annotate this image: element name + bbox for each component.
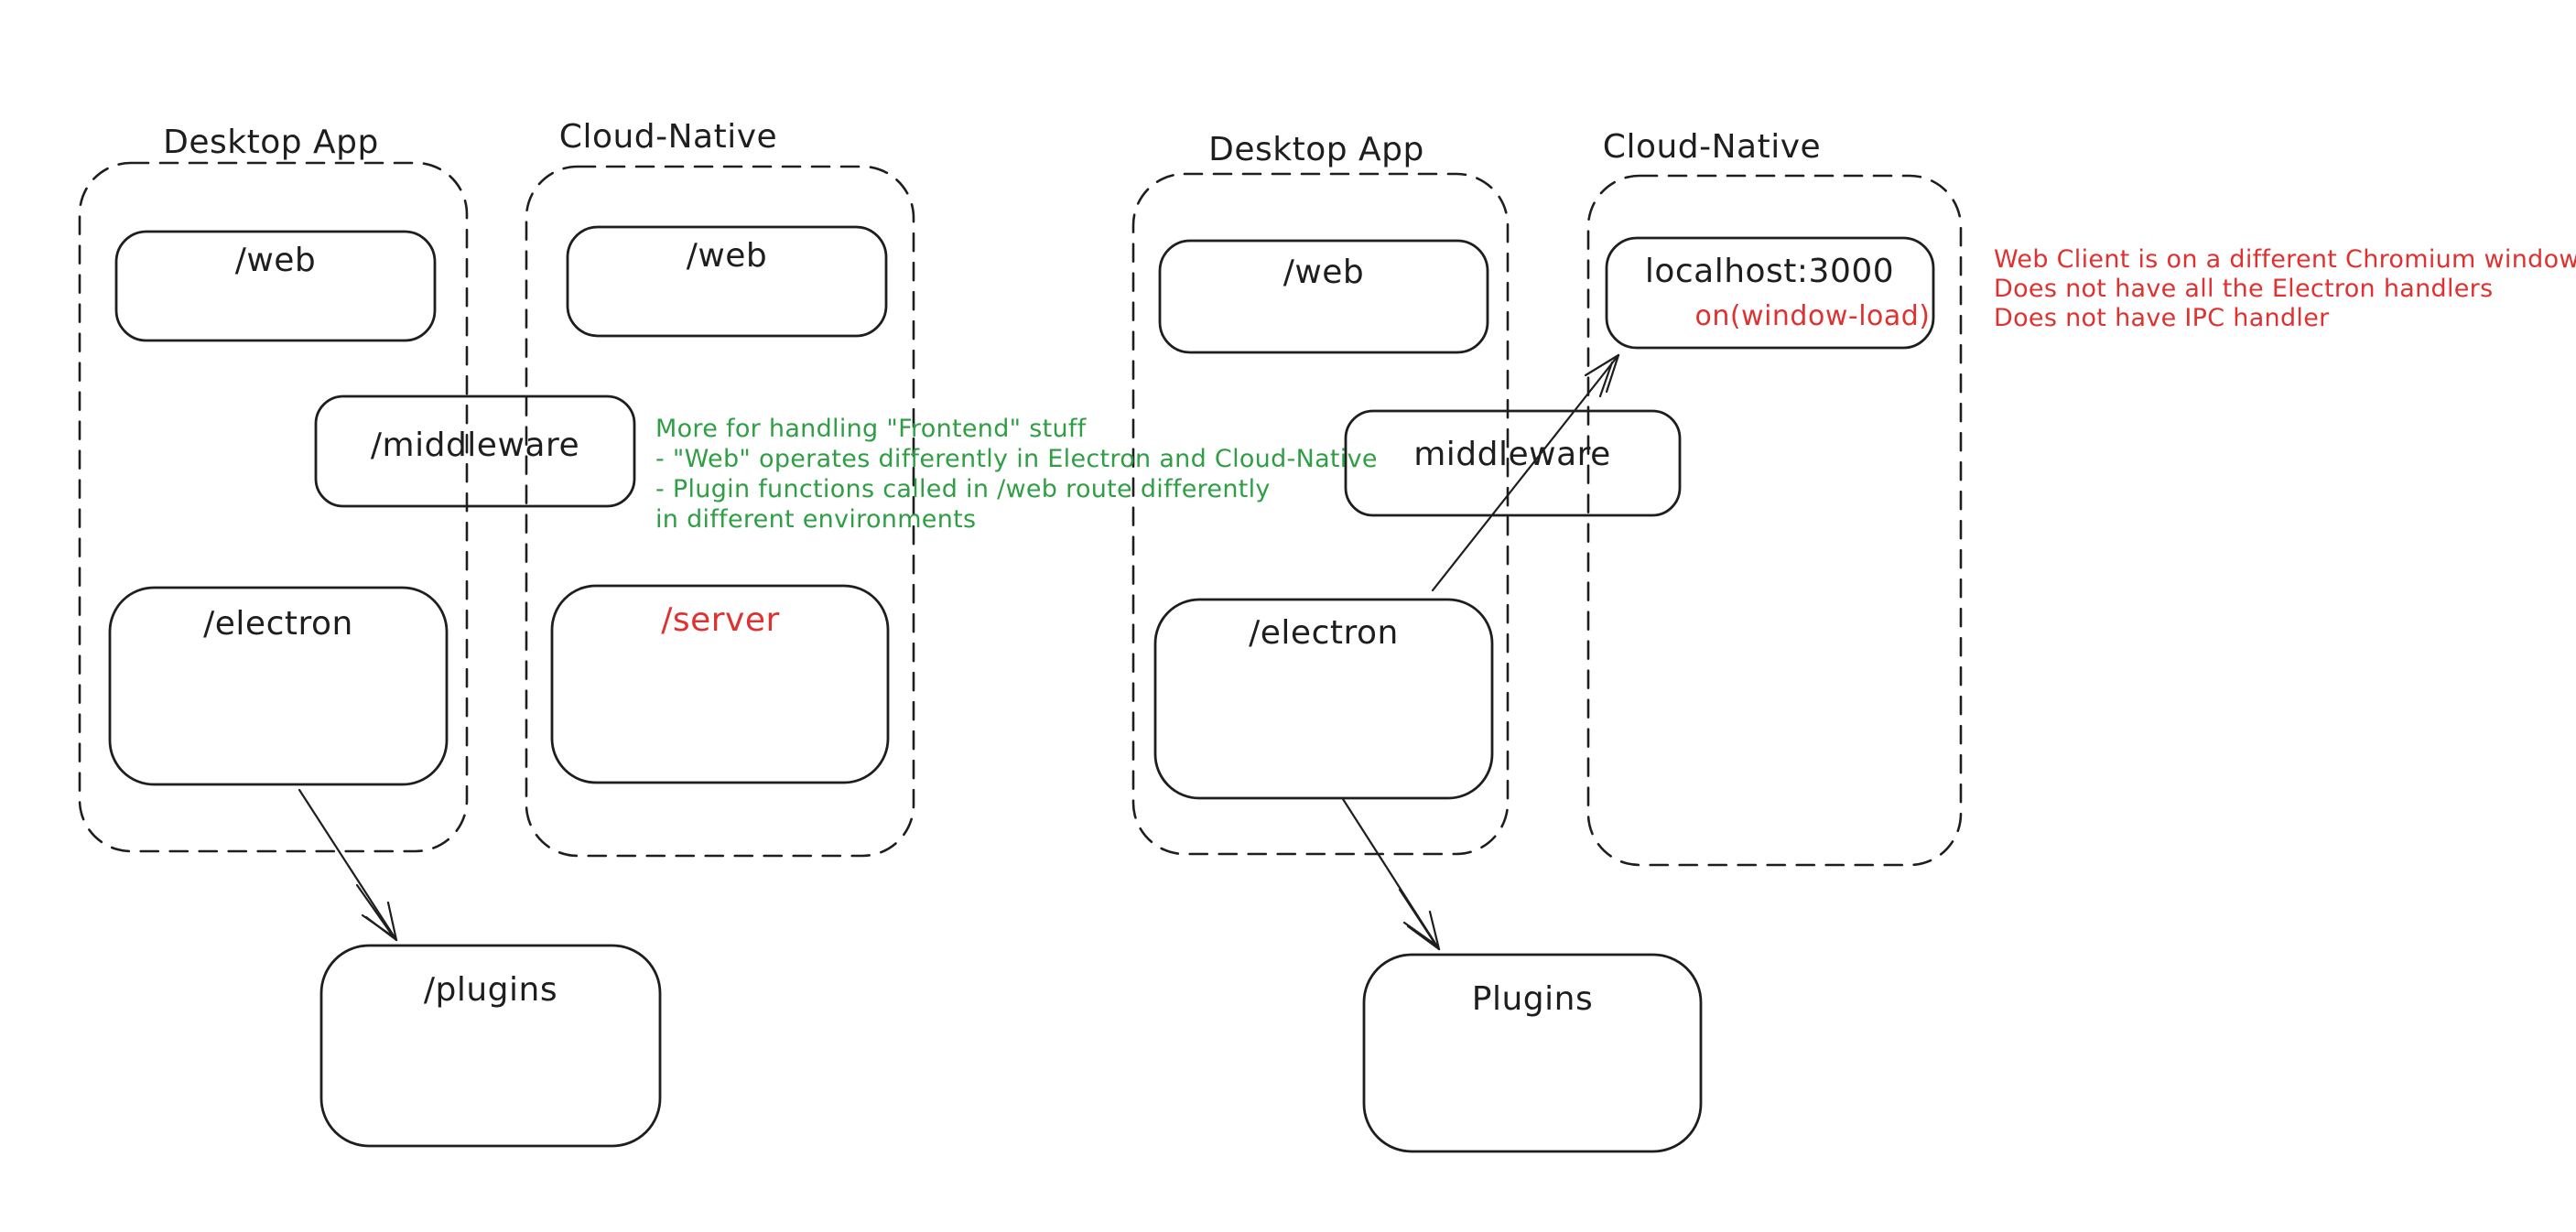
electron-box-left	[108, 586, 449, 786]
desktop-app-title-right: Desktop App	[1208, 131, 1424, 168]
desktop-app-title-left: Desktop App	[163, 124, 379, 161]
localhost-box	[1605, 236, 1935, 350]
red-note: Web Client is on a different Chromium wi…	[1994, 245, 2576, 333]
web-box-left-cloud	[566, 225, 888, 338]
green-note-line: More for handling "Frontend" stuff	[655, 415, 1087, 443]
server-box	[550, 584, 890, 784]
cloud-native-container-left	[525, 165, 915, 858]
green-note-line: - Plugin functions called in /web route …	[655, 475, 1271, 503]
green-note: More for handling "Frontend" stuff - "We…	[655, 414, 1378, 535]
plugins-label-left: /plugins	[423, 971, 558, 1009]
web-box-right-desktop	[1158, 239, 1489, 354]
middleware-label-left: /middleware	[370, 427, 580, 464]
server-label: /server	[661, 601, 780, 639]
middleware-label-right: middleware	[1413, 436, 1611, 473]
plugins-label-right: Plugins	[1471, 980, 1594, 1018]
desktop-app-container-right	[1131, 172, 1510, 856]
plugins-box-right	[1362, 953, 1703, 1153]
red-note-line: Does not have all the Electron handlers	[1994, 275, 2494, 303]
green-note-line: in different environments	[655, 505, 977, 534]
electron-box-right	[1153, 598, 1494, 800]
electron-label-right: /electron	[1249, 614, 1399, 652]
plugins-box-left	[319, 944, 662, 1148]
cloud-native-title-right: Cloud-Native	[1602, 128, 1822, 166]
red-note-line: Does not have IPC handler	[1994, 304, 2330, 332]
localhost-label: localhost:3000	[1644, 253, 1895, 290]
web-label-left-cloud: /web	[686, 237, 768, 275]
arrow-electron-to-plugins-left	[298, 788, 398, 942]
electron-label-left: /electron	[203, 605, 353, 643]
red-note-line: Web Client is on a different Chromium wi…	[1994, 245, 2576, 274]
window-load-label: on(window-load)	[1694, 300, 1931, 332]
green-note-line: - "Web" operates differently in Electron…	[655, 445, 1378, 473]
web-box-left-desktop	[114, 230, 437, 342]
cloud-native-title-left: Cloud-Native	[558, 118, 778, 156]
arrow-electron-to-plugins-right	[1341, 797, 1441, 951]
web-label-right-desktop: /web	[1283, 254, 1365, 291]
web-label-left-desktop: /web	[234, 242, 317, 279]
middleware-box-left	[314, 394, 636, 508]
arrow-electron-to-localhost	[1431, 353, 1620, 592]
cloud-native-container-right	[1586, 174, 1963, 867]
middleware-box-right	[1344, 409, 1682, 517]
